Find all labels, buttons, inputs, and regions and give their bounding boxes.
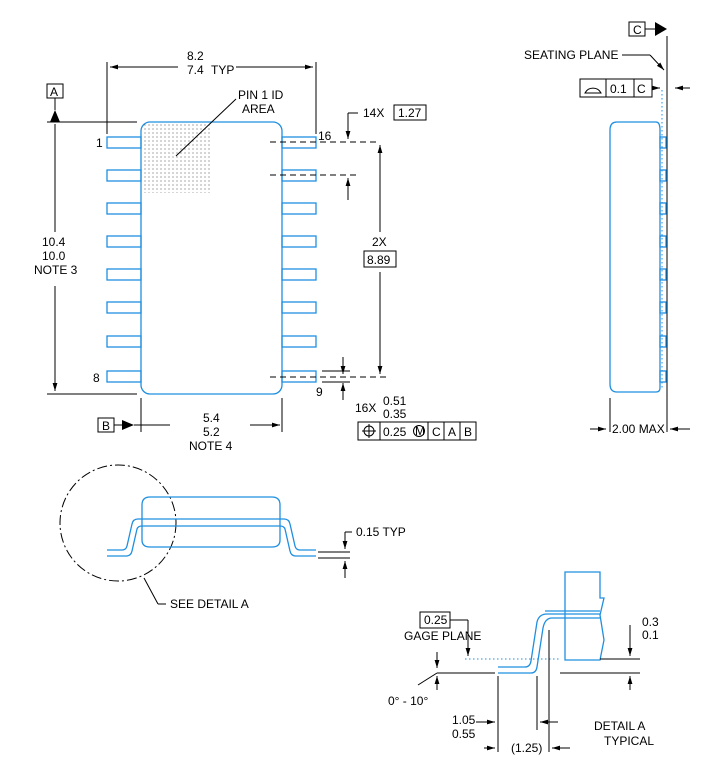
standoff-bottom: 0.1 [642,628,659,642]
width-dim-top: 8.2 [187,49,204,63]
height-max-label: 2.00 MAX [612,422,665,436]
labels: 8.2 7.4 TYP A PIN 1 ID AREA 1 8 16 9 10.… [34,23,665,755]
standoff-top: 0.3 [642,615,659,629]
angle-label: 0° - 10° [388,694,428,708]
gage-plane-label: GAGE PLANE [404,629,481,643]
span-prefix: 2X [372,235,387,249]
span-value: 8.89 [367,253,391,267]
datum-a-label: A [50,85,58,99]
pin1-id-line2: AREA [242,102,275,116]
datum-b-label: B [102,419,110,433]
foot-bottom: 0.55 [452,727,476,741]
front-view [59,464,352,605]
height-dim-line2: 10.0 [42,249,66,263]
height-dim-line1: 10.4 [42,235,66,249]
detail-title: DETAIL A [594,719,645,733]
span-box [363,250,397,268]
foot-ref: (1.25) [511,741,542,755]
pin1-id-line1: PIN 1 ID [238,88,284,102]
fcf-frame [357,421,477,441]
body-dim-line3: NOTE 4 [189,439,233,453]
lead-bottom: 0.35 [383,407,407,421]
flatness-value: 0.1 [610,82,627,96]
flatness-ref: C [637,82,646,96]
pitch-box [393,104,427,121]
fcf-ref1: C [432,425,441,439]
fcf-tol: 0.25 [383,425,407,439]
top-view [46,62,477,441]
gage-value: 0.25 [424,613,448,627]
see-detail-label: SEE DETAIL A [170,597,249,611]
height-dim-line3: NOTE 3 [34,263,78,277]
pitch-prefix: 14X [363,106,384,120]
lead-top: 0.51 [383,394,407,408]
pin1-id-area [142,123,212,193]
pin1-label: 1 [96,136,103,150]
detail-a [417,571,640,752]
fcf-m: M [415,424,425,438]
detail-subtitle: TYPICAL [604,734,654,748]
width-dim-bottom: 7.4 [187,63,204,77]
side-body [609,121,661,393]
side-view [579,21,690,432]
width-dim-suffix: TYP [211,63,234,77]
front-body [141,496,281,548]
lead-prefix: 16X [355,401,376,415]
left-leads [106,136,142,383]
fcf-ref2: A [448,425,456,439]
seating-plane-label: SEATING PLANE [524,48,618,62]
body-dim-line2: 5.2 [203,425,220,439]
lead-thickness-label: 0.15 TYP [356,525,406,539]
foot-top: 1.05 [452,713,476,727]
right-leads [281,136,317,383]
body-dim-line1: 5.4 [203,411,220,425]
fcf-ref3: B [464,425,472,439]
pin16-label: 16 [318,129,332,143]
datum-c-label: C [633,23,642,37]
pin8-label: 8 [93,371,100,385]
pin9-label: 9 [316,385,323,399]
pitch-value: 1.27 [398,106,422,120]
